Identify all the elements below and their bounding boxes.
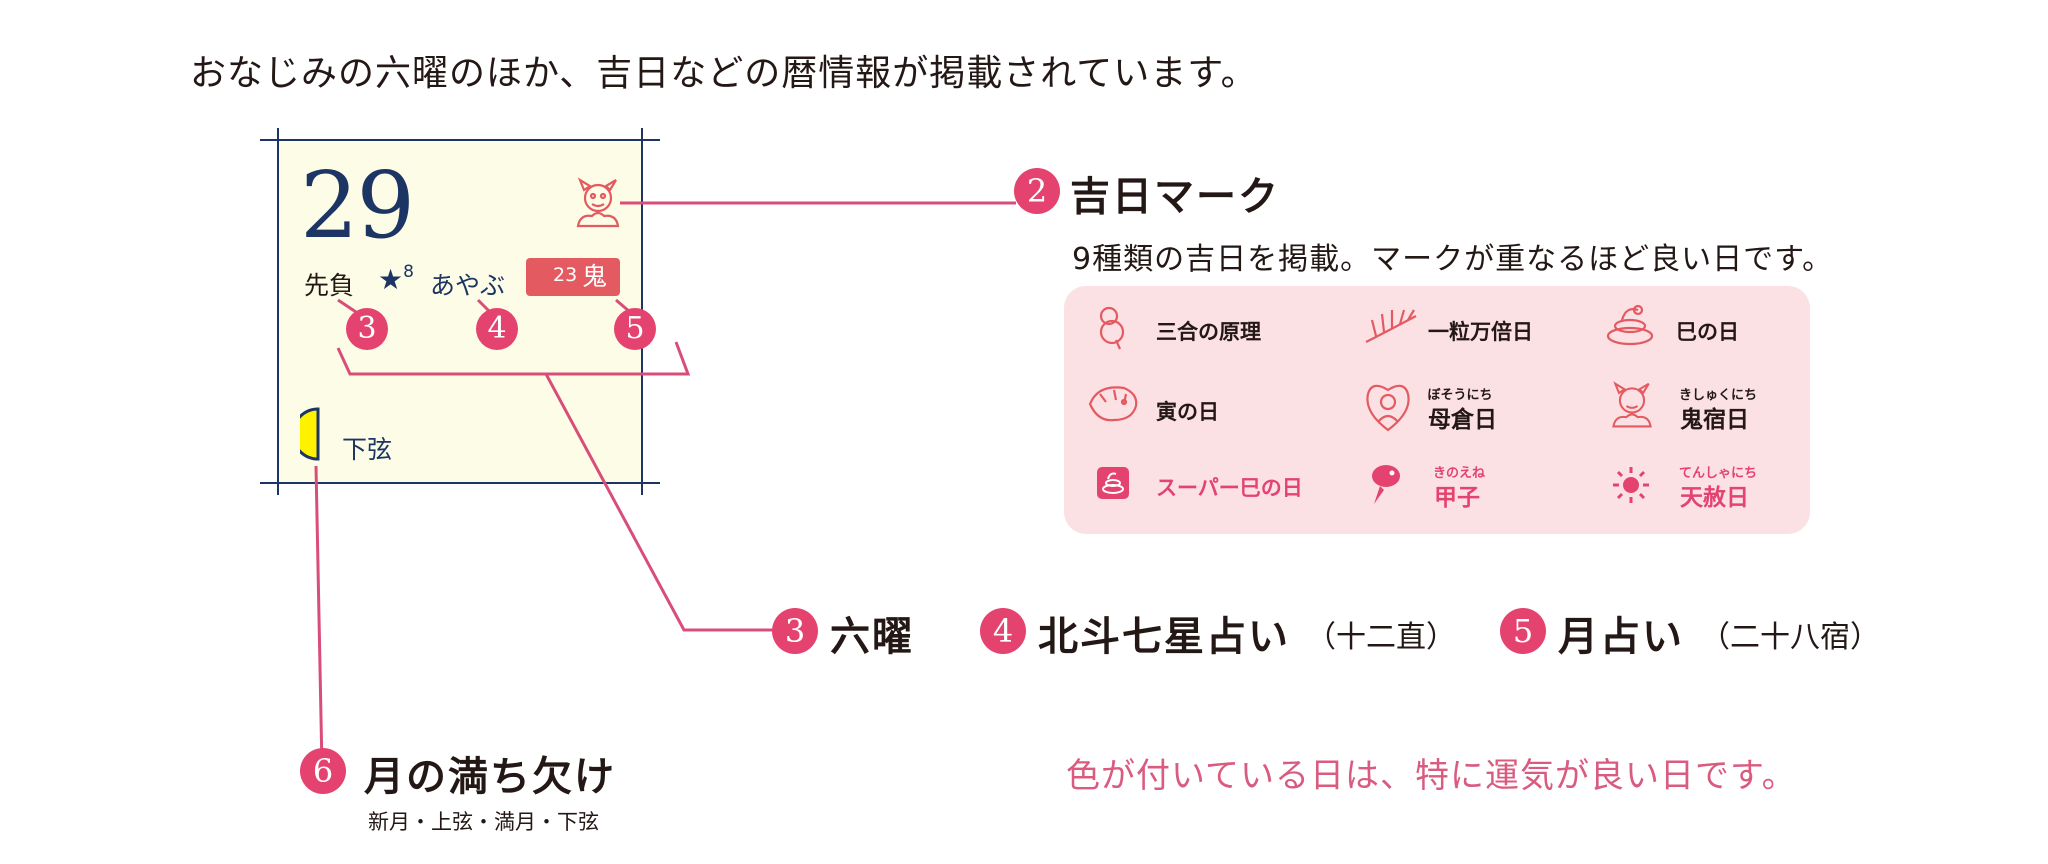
legend-label-sango: 三合の原理	[1156, 320, 1261, 344]
legend-phase-title: 月の満ち欠け	[364, 754, 616, 800]
sun-icon	[1613, 467, 1649, 503]
legend-label-ichiryu: 一粒万倍日	[1428, 320, 1533, 344]
kichijitsu-title: 吉日マーク	[1070, 174, 1280, 220]
marker-4: 4	[476, 308, 518, 350]
fish-icon	[1372, 465, 1400, 504]
legend-hokuto-paren: （十二直）	[1306, 620, 1456, 655]
legend-label-super-mi: スーパー巳の日	[1156, 476, 1303, 500]
legend-label-kinoene: 甲子	[1434, 485, 1480, 511]
gourd-icon	[1099, 306, 1125, 350]
legend-label-tensha: 天赦日	[1680, 485, 1749, 511]
legend-ruby-kinoene: きのえね	[1432, 466, 1485, 481]
legend-label-toranohi: 寅の日	[1156, 400, 1219, 424]
star-icon: ★	[378, 263, 404, 296]
hokuto-value: あやぶ	[430, 271, 506, 300]
hokuto-star: ★8	[378, 262, 414, 296]
moon-age: 23	[553, 264, 578, 286]
kichijitsu-desc: 9種類の吉日を掲載。マークが重なるほど良い日です。	[1072, 242, 1834, 277]
marker-5: 5	[614, 308, 656, 350]
legend-label-bosou: 母倉日	[1428, 407, 1497, 433]
mansion-value: 鬼	[582, 262, 608, 291]
rokuyo-value: 先負	[304, 271, 355, 300]
legend-ruby-bosou: ぼそうにち	[1427, 388, 1493, 403]
legend-tsuki: 月占い	[1558, 614, 1684, 660]
tiger-icon	[1088, 386, 1138, 422]
rice-ear-icon	[1365, 309, 1417, 343]
kichijitsu-legend-panel	[1064, 286, 1810, 534]
legend-label-minohi: 巳の日	[1676, 320, 1739, 344]
legend-marker-4: 4	[980, 608, 1026, 654]
marker-3: 3	[346, 308, 388, 350]
mother-icon	[1366, 384, 1410, 432]
moon-phase-label: 下弦	[342, 435, 393, 464]
oni-icon	[1612, 381, 1652, 428]
oni-icon	[576, 177, 620, 228]
intro-text: おなじみの六曜のほか、吉日などの暦情報が掲載されています。	[190, 53, 1258, 94]
legend-ruby-kishuku: きしゅくにち	[1678, 388, 1757, 403]
legend-phase-list: 新月・上弦・満月・下弦	[368, 810, 599, 834]
marker-2: 2	[1014, 168, 1060, 214]
lucky-day-note: 色が付いている日は、特に運気が良い日です。	[1066, 756, 1797, 796]
legend-label-kishuku: 鬼宿日	[1680, 407, 1749, 433]
moon-mansion-badge: 23 鬼	[526, 258, 620, 296]
day-number: 29	[300, 152, 415, 259]
legend-tsuki-paren: （二十八宿）	[1700, 620, 1880, 655]
legend-ruby-tensha: てんしゃにち	[1678, 466, 1757, 481]
legend-hokuto: 北斗七星占い	[1038, 614, 1290, 660]
legend-marker-3: 3	[772, 608, 818, 654]
snake-icon	[1606, 304, 1654, 346]
half-moon-icon	[300, 407, 320, 461]
legend-rokuyo: 六曜	[830, 614, 914, 660]
legend-marker-6: 6	[300, 748, 346, 794]
super-snake-icon	[1097, 467, 1129, 499]
star-number: 8	[403, 262, 414, 282]
legend-marker-5: 5	[1500, 608, 1546, 654]
